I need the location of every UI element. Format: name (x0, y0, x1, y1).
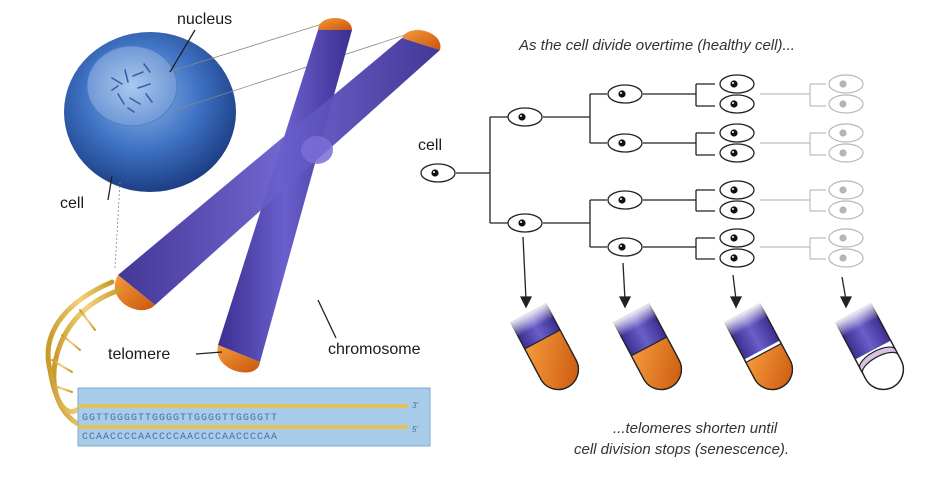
chromosome-tip-stage-4 (833, 301, 904, 391)
dna-sequence-band: GGTTGGGGTTGGGGTTGGGGTTGGGGTT CCAACCCCAAC… (77, 387, 431, 447)
cell-gen2-c (607, 190, 643, 210)
chromosome-tip-stage-3 (722, 301, 793, 391)
label-cell-left: cell (60, 195, 84, 212)
cell-gen1-b (507, 213, 543, 233)
cell-gen3-pairs (719, 74, 755, 268)
left-labels: nucleus cell telomere chromosome (60, 11, 421, 363)
caption-bottom-line2: cell division stops (senescence). (574, 441, 789, 458)
label-cell-tree: cell (418, 137, 442, 154)
cell-gen4-pairs (828, 74, 864, 268)
bottom-strand-end: 5' (412, 425, 418, 434)
cell-gen2-d (607, 237, 643, 257)
chromatin (111, 63, 153, 113)
chromosome-tip-stage-1 (508, 301, 579, 391)
dna-bottom-strand: CCAACCCCAACCCCAACCCCAACCCCAA (82, 432, 278, 443)
label-nucleus: nucleus (177, 11, 232, 28)
label-telomere: telomere (108, 346, 170, 363)
dna-helix (45, 279, 123, 428)
dna-top-strand: GGTTGGGGTTGGGGTTGGGGTTGGGGTT (82, 413, 278, 424)
caption-bottom-line1: ...telomeres shorten until (613, 420, 778, 437)
division-tree (420, 74, 864, 309)
top-strand-end: 3' (412, 401, 418, 410)
cell-gen2-b (607, 133, 643, 153)
caption-top: As the cell divide overtime (healthy cel… (518, 37, 795, 54)
label-chromosome: chromosome (328, 341, 421, 358)
chromosome (114, 18, 441, 373)
cell-gen1-a (507, 107, 543, 127)
telomere-stages (508, 301, 904, 391)
cell-illustration (64, 19, 421, 269)
cell-gen0 (420, 163, 456, 183)
chromosome-tip-stage-2 (611, 301, 682, 391)
stage-arrows (519, 236, 853, 309)
cell-gen2-a (607, 84, 643, 104)
